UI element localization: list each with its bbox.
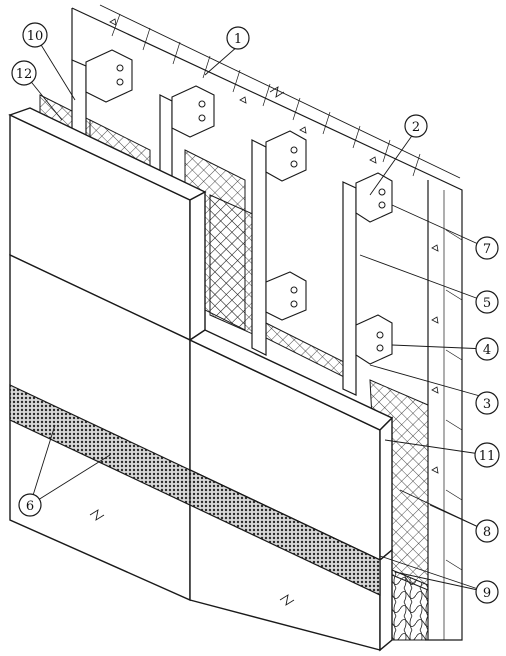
callout-1: 1 <box>226 26 250 50</box>
callouts: 1 2 3 4 5 6 7 8 <box>11 22 500 604</box>
callout-6: 6 <box>18 493 42 517</box>
callout-1-label: 1 <box>234 32 242 47</box>
callout-12: 12 <box>11 60 37 86</box>
callout-11-label: 11 <box>479 449 496 464</box>
vertical-rails <box>71 59 357 396</box>
callout-9: 9 <box>475 580 499 604</box>
mesh-band <box>9 384 381 596</box>
callout-7: 7 <box>475 236 499 260</box>
callout-2-label: 2 <box>412 120 420 135</box>
callout-8: 8 <box>475 519 499 543</box>
callout-2: 2 <box>404 114 428 138</box>
base-fill <box>391 569 429 641</box>
callout-4-label: 4 <box>483 343 491 358</box>
callout-10: 10 <box>22 22 48 48</box>
callout-8-label: 8 <box>483 525 491 540</box>
callout-6-label: 6 <box>26 499 34 514</box>
callout-5-label: 5 <box>483 296 491 311</box>
brackets <box>85 49 393 365</box>
callout-5: 5 <box>475 290 499 314</box>
callout-7-label: 7 <box>483 242 491 257</box>
callout-11: 11 <box>474 442 500 468</box>
concrete-wall <box>71 4 463 641</box>
callout-10-label: 10 <box>27 29 44 44</box>
break-lines <box>89 86 295 606</box>
callout-3-label: 3 <box>483 397 491 412</box>
callout-12-label: 12 <box>16 67 33 82</box>
callout-9-label: 9 <box>483 586 491 601</box>
callout-3: 3 <box>475 391 499 415</box>
bolts <box>116 64 386 352</box>
leader-lines <box>23 34 488 593</box>
callout-4: 4 <box>475 337 499 361</box>
